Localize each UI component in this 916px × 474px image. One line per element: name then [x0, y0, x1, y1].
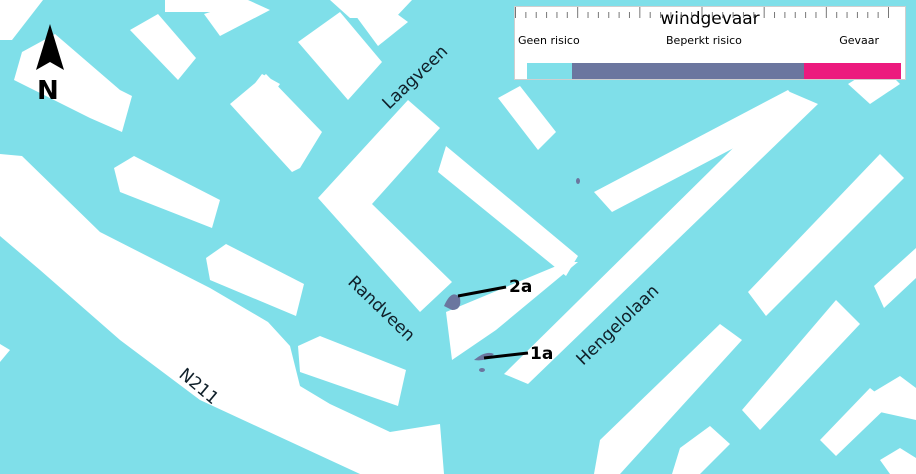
- hazard-zone-1a-small: [479, 368, 485, 372]
- legend-tick-scale: [515, 7, 889, 18]
- building: [206, 244, 304, 316]
- legend-swatch-geen-risico: [527, 63, 572, 79]
- marker-1a-label: 1a: [530, 344, 553, 364]
- building: [130, 14, 196, 80]
- legend-class-label-geen-risico: Geen risico: [518, 34, 580, 47]
- building: [0, 154, 444, 474]
- marker-2a-label: 2a: [509, 277, 532, 297]
- legend-swatch-beperkt-risico: [571, 63, 804, 79]
- north-arrow-shape: [36, 24, 64, 70]
- building: [204, 0, 270, 36]
- building: [114, 156, 220, 228]
- building: [742, 300, 860, 430]
- legend-swatch-gevaar: [803, 63, 901, 79]
- building: [870, 376, 916, 420]
- building: [594, 90, 806, 212]
- marker-1a-leader-line: [483, 351, 529, 360]
- legend-color-bar: [527, 63, 901, 79]
- building: [672, 426, 730, 474]
- hazard-zone-small: [576, 178, 580, 184]
- markers-layer: 2a 1a: [457, 277, 553, 364]
- building: [820, 388, 890, 456]
- building: [0, 344, 10, 362]
- hazard-zone-2a: [444, 294, 461, 310]
- building: [498, 86, 556, 150]
- building: [350, 0, 408, 46]
- building: [446, 262, 578, 360]
- building: [748, 154, 904, 316]
- building: [298, 12, 382, 100]
- building: [504, 92, 818, 384]
- north-label: N: [37, 76, 59, 106]
- legend-title: windgevaar: [660, 9, 760, 29]
- building: [230, 74, 322, 172]
- legend-class-label-beperkt-risico: Beperkt risico: [666, 34, 742, 47]
- building: [880, 448, 916, 474]
- building: [250, 74, 280, 98]
- building: [874, 248, 916, 308]
- building: [438, 146, 578, 276]
- building: [0, 0, 43, 40]
- marker-2a-leader-line: [457, 285, 507, 298]
- building: [298, 336, 406, 406]
- building: [318, 100, 452, 312]
- legend: windgevaar Geen risico Beperkt risico Ge…: [514, 6, 906, 80]
- building: [594, 324, 742, 474]
- legend-class-label-gevaar: Gevaar: [839, 34, 879, 47]
- north-arrow-icon: N: [36, 24, 64, 106]
